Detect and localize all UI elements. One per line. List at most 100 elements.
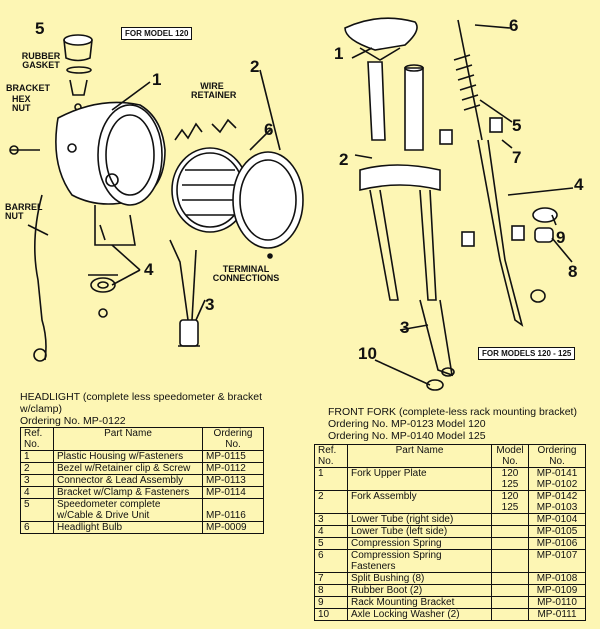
model-cell — [491, 525, 529, 538]
ref-cell: 9 — [314, 596, 348, 609]
wire-retainer-label: WIRE RETAINER — [191, 81, 237, 100]
part-name-cell: Rubber Boot (2) — [347, 584, 492, 597]
ref-cell: 3 — [20, 474, 54, 487]
callout-headlight-3: 3 — [205, 295, 215, 314]
ordering-cell: MP-0105 — [528, 525, 586, 538]
ordering-cell: MP-0141 MP-0102 — [528, 467, 586, 491]
ordering-cell: MP-0107 — [528, 549, 586, 573]
model-cell: 120 125 — [491, 490, 529, 514]
terminal-connections-label: TERMINAL CONNECTIONS — [212, 264, 280, 283]
part-name-cell: Bezel w/Retainer clip & Screw — [53, 462, 203, 475]
header-ordering: Ordering No. — [528, 444, 586, 468]
callout-headlight-5: 5 — [35, 19, 45, 38]
ref-cell: 1 — [20, 450, 54, 463]
model-cell: 120 125 — [491, 467, 529, 491]
callout-fork-3: 3 — [400, 318, 410, 337]
ordering-cell: MP-0109 — [528, 584, 586, 597]
rubber-gasket-label: RUBBER GASKET — [21, 51, 61, 70]
ref-cell: 4 — [20, 486, 54, 499]
ref-cell: 5 — [314, 537, 348, 550]
headlight-ordering: Ordering No. MP-0122 — [20, 415, 126, 427]
fork-ordering-1: Ordering No. MP-0123 Model 120 — [328, 418, 486, 430]
part-name-cell: Headlight Bulb — [53, 521, 203, 534]
header-ordering: Ordering No. — [202, 427, 264, 451]
ordering-cell: MP-0116 — [202, 498, 264, 522]
callout-fork-1: 1 — [334, 44, 344, 63]
ref-cell: 4 — [314, 525, 348, 538]
fork-upper-plate-drawing — [344, 17, 418, 61]
model-cell — [491, 513, 529, 526]
ref-cell: 8 — [314, 584, 348, 597]
part-name-cell: Fork Upper Plate — [347, 467, 492, 491]
ref-cell: 10 — [314, 608, 348, 621]
callout-headlight-2: 2 — [250, 57, 260, 76]
headlight-caption-line1: HEADLIGHT (complete less speedometer & b… — [20, 391, 262, 403]
model-cell — [491, 572, 529, 585]
callout-headlight-6: 6 — [264, 120, 274, 139]
callout-fork-8: 8 — [568, 262, 578, 281]
part-name-cell: Speedometer complete w/Cable & Drive Uni… — [53, 498, 203, 522]
part-name-cell: Fork Assembly — [347, 490, 492, 514]
callout-headlight-4: 4 — [144, 260, 154, 279]
model-cell — [491, 608, 529, 621]
ordering-cell: MP-0009 — [202, 521, 264, 534]
ref-cell: 2 — [314, 490, 348, 514]
ref-cell: 2 — [20, 462, 54, 475]
fork-caption: FRONT FORK (complete-less rack mounting … — [328, 406, 577, 442]
header-part-name: Part Name — [53, 427, 203, 451]
part-name-cell: Lower Tube (left side) — [347, 525, 492, 538]
ordering-cell: MP-0113 — [202, 474, 264, 487]
ref-cell: 6 — [20, 521, 54, 534]
ordering-cell: MP-0112 — [202, 462, 264, 475]
ref-cell: 3 — [314, 513, 348, 526]
speedometer-cup-drawing — [63, 34, 93, 74]
model-cell — [491, 537, 529, 550]
part-name-cell: Compression Spring Fasteners — [347, 549, 492, 573]
callout-fork-6: 6 — [509, 16, 519, 35]
part-name-cell: Axle Locking Washer (2) — [347, 608, 492, 621]
part-name-cell: Connector & Lead Assembly — [53, 474, 203, 487]
bracket-label: BRACKET — [6, 83, 50, 93]
headlight-housing-drawing — [55, 101, 166, 206]
callout-fork-2: 2 — [339, 150, 349, 169]
fork-assembly-drawing — [359, 61, 441, 301]
part-name-cell: Plastic Housing w/Fasteners — [53, 450, 203, 463]
ordering-cell: MP-0115 — [202, 450, 264, 463]
callout-fork-9: 9 — [556, 228, 566, 247]
ordering-cell: MP-0111 — [528, 608, 586, 621]
headlight-caption-line2: w/clamp) — [20, 403, 63, 415]
header-ref: Ref. No. — [314, 444, 348, 468]
header-ref: Ref. No. — [20, 427, 54, 451]
ordering-cell: MP-0104 — [528, 513, 586, 526]
callout-headlight-1: 1 — [152, 70, 162, 89]
ordering-cell: MP-0106 — [528, 537, 586, 550]
callout-fork-7: 7 — [512, 148, 522, 167]
model-cell — [491, 549, 529, 573]
callout-fork-10: 10 — [358, 344, 377, 363]
part-name-cell: Rack Mounting Bracket — [347, 596, 492, 609]
headlight-model-tag: FOR MODEL 120 — [121, 27, 193, 40]
part-name-cell: Compression Spring — [347, 537, 492, 550]
model-cell — [491, 596, 529, 609]
model-cell — [491, 584, 529, 597]
ref-cell: 1 — [314, 467, 348, 491]
fork-caption-line: FRONT FORK (complete-less rack mounting … — [328, 406, 577, 418]
callout-fork-4: 4 — [574, 175, 584, 194]
ordering-cell: MP-0142 MP-0103 — [528, 490, 586, 514]
